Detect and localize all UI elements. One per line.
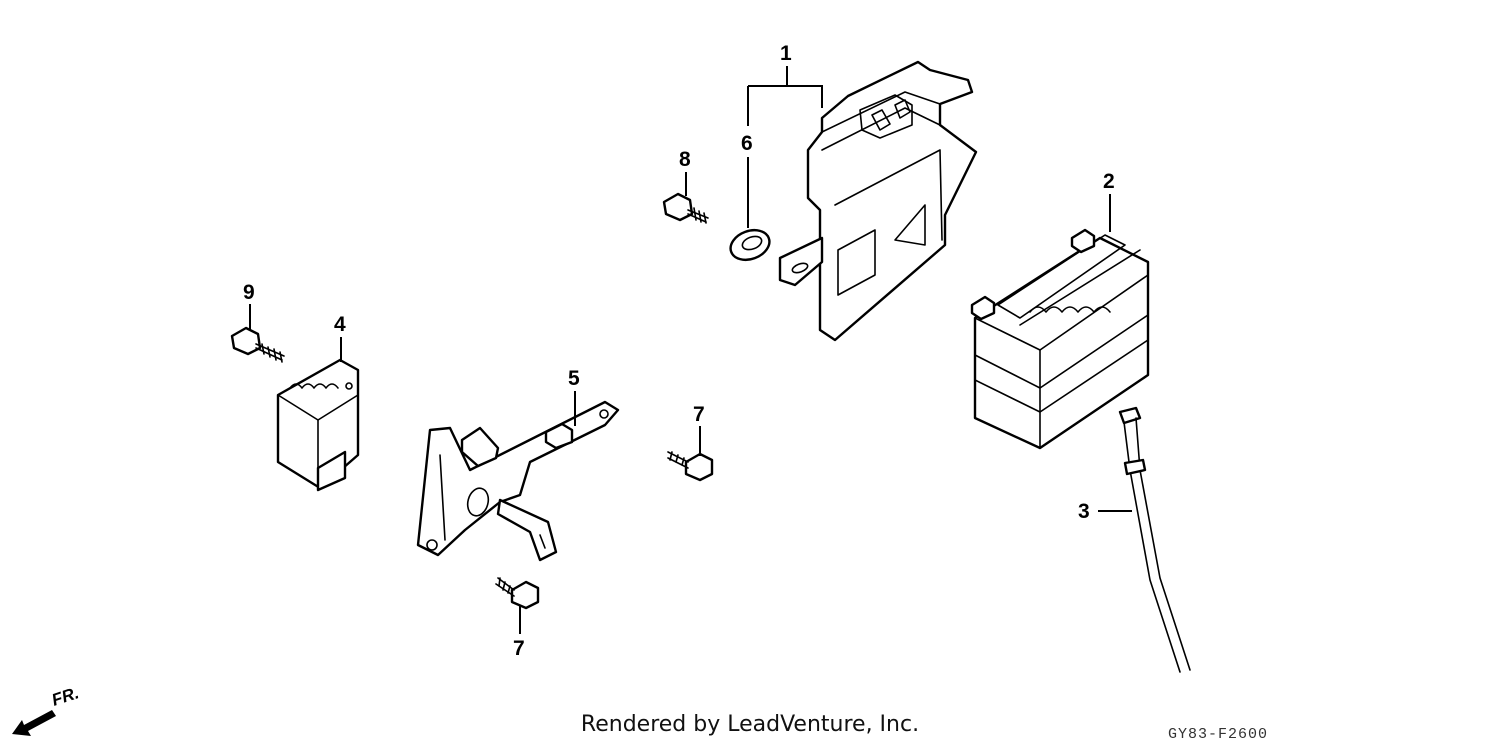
relay-module-part[interactable]	[276, 358, 360, 492]
bolt-8-part[interactable]	[662, 192, 709, 224]
breather-tube-part[interactable]	[1118, 406, 1191, 673]
callout-8: 8	[679, 148, 691, 171]
mounting-bracket-part[interactable]	[416, 400, 620, 562]
callout-7-upper: 7	[693, 403, 705, 426]
leader-lines	[249, 66, 1132, 634]
callout-3: 3	[1078, 500, 1090, 523]
front-direction-arrow-icon: FR.	[12, 683, 81, 736]
callout-1: 1	[780, 42, 792, 65]
diagram-code: GY83-F2600	[1167, 726, 1268, 743]
callout-2: 2	[1103, 170, 1115, 193]
footer-credit: Rendered by LeadVenture, Inc.	[0, 712, 1500, 737]
bolt-9-part[interactable]	[230, 326, 285, 363]
callout-9: 9	[243, 281, 255, 304]
grommet-part[interactable]	[726, 225, 773, 265]
callout-5: 5	[568, 367, 580, 390]
callout-7-lower: 7	[513, 637, 525, 660]
credit-text: Rendered by LeadVenture, Inc.	[580, 712, 920, 737]
battery-part[interactable]	[970, 228, 1150, 450]
callout-4: 4	[334, 313, 346, 336]
front-direction-label: FR.	[49, 683, 81, 710]
bolt-7-lower-part[interactable]	[495, 577, 540, 610]
callout-labels: 1 2 3 4 5 6 7 7 8 9	[243, 42, 1115, 660]
bolt-7-upper-part[interactable]	[667, 451, 714, 482]
callout-6: 6	[741, 132, 753, 155]
battery-tray-part[interactable]	[778, 60, 978, 342]
